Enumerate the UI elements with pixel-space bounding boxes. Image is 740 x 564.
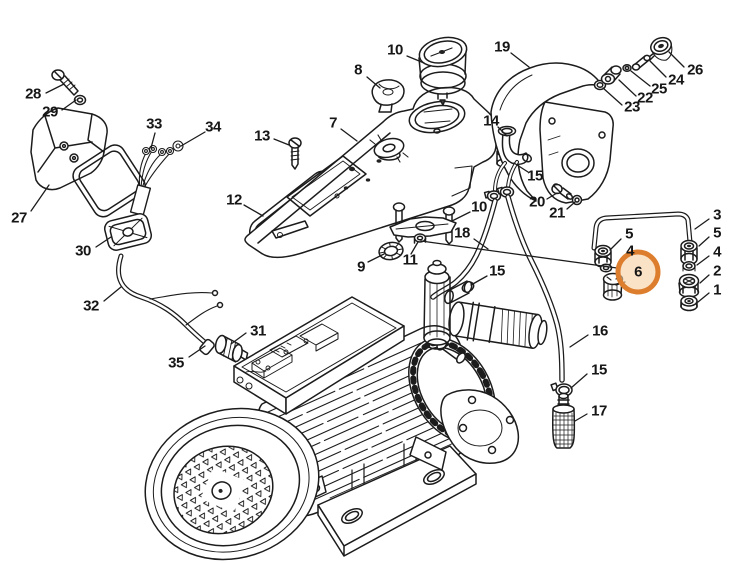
- part-label-26[interactable]: 26: [687, 61, 703, 79]
- part-label-23[interactable]: 23: [624, 98, 640, 116]
- outlet-fitting: [447, 299, 550, 352]
- part-label-7[interactable]: 7: [329, 114, 337, 132]
- wire-harness-33: [131, 141, 183, 215]
- gauge-10: [417, 33, 470, 105]
- part-label-33[interactable]: 33: [146, 115, 162, 133]
- fitting-5b: [681, 241, 697, 265]
- part-label-29[interactable]: 29: [42, 103, 58, 121]
- bracket-rear: [540, 102, 613, 203]
- part-label-5[interactable]: 5: [713, 224, 721, 242]
- nut-1: [681, 296, 697, 311]
- gasket-27: [69, 141, 149, 220]
- part-label-15[interactable]: 15: [591, 361, 607, 379]
- hose-16: [508, 197, 562, 380]
- part-label-12[interactable]: 12: [226, 191, 242, 209]
- part-label-4[interactable]: 4: [626, 242, 634, 260]
- part-label-24[interactable]: 24: [668, 71, 684, 89]
- part-label-34[interactable]: 34: [205, 118, 221, 136]
- terminal-box: [234, 297, 404, 414]
- cap-26: [648, 35, 676, 64]
- part-label-22[interactable]: 22: [637, 89, 653, 107]
- screw-13: [289, 138, 301, 169]
- part-label-15[interactable]: 15: [489, 262, 505, 280]
- highlight-ring: [618, 252, 658, 292]
- part-label-1[interactable]: 1: [713, 281, 721, 299]
- part-label-13[interactable]: 13: [254, 127, 270, 145]
- regulator-boss: [370, 135, 408, 162]
- cover-27: [31, 108, 107, 190]
- fitting-22: [602, 66, 622, 84]
- fitting-5a: [595, 246, 611, 268]
- cable-32: [118, 256, 222, 345]
- part-label-2[interactable]: 2: [713, 262, 721, 280]
- part-label-5[interactable]: 5: [625, 225, 633, 243]
- o-ring-25: [623, 65, 631, 72]
- part-label-8[interactable]: 8: [354, 61, 362, 79]
- washer-4b: [683, 262, 695, 271]
- bracket-10b: [390, 203, 456, 244]
- part-label-11[interactable]: 11: [402, 251, 418, 269]
- hose-18: [433, 201, 495, 297]
- grommet-35: [199, 338, 216, 355]
- part-label-10[interactable]: 10: [387, 41, 403, 59]
- star-washer-9: [378, 241, 405, 262]
- leader-lines: [31, 52, 709, 421]
- part-label-25[interactable]: 25: [651, 80, 667, 98]
- part-label-27[interactable]: 27: [11, 209, 27, 227]
- part-label-18[interactable]: 18: [454, 224, 470, 242]
- part-label-15[interactable]: 15: [527, 167, 543, 185]
- clamp-15a: [485, 187, 514, 201]
- part-label-6[interactable]: 6: [634, 263, 642, 281]
- part-label-20[interactable]: 20: [529, 193, 545, 211]
- part-label-17[interactable]: 17: [591, 402, 607, 420]
- part-label-4[interactable]: 4: [713, 243, 721, 261]
- bolt-28: [52, 70, 78, 95]
- part-label-14[interactable]: 14: [483, 112, 499, 130]
- part-label-30[interactable]: 30: [75, 242, 91, 260]
- part-label-9[interactable]: 9: [357, 258, 365, 276]
- cover-19: [491, 63, 604, 201]
- part-label-35[interactable]: 35: [168, 354, 184, 372]
- solenoid-cylinder: [424, 261, 450, 350]
- filter-17: [553, 394, 575, 449]
- part-label-31[interactable]: 31: [250, 322, 266, 340]
- ring-terminal-34: [173, 141, 183, 151]
- motor-fins: [268, 343, 462, 502]
- motor-assembly: [125, 261, 549, 564]
- part-label-3[interactable]: 3: [713, 206, 721, 224]
- part-label-16[interactable]: 16: [592, 322, 608, 340]
- part-label-32[interactable]: 32: [83, 297, 99, 315]
- knob-8: [372, 80, 404, 112]
- part-label-19[interactable]: 19: [494, 38, 510, 56]
- part-label-28[interactable]: 28: [25, 85, 41, 103]
- valve-24: [633, 53, 655, 70]
- fan-cover: [125, 386, 338, 564]
- part-label-21[interactable]: 21: [549, 204, 565, 222]
- washer-29: [75, 96, 86, 105]
- part-label-10[interactable]: 10: [471, 198, 487, 216]
- clamp-15c: [551, 383, 572, 396]
- pipe-3: [594, 214, 690, 248]
- plate-30: [103, 212, 153, 252]
- pump-housing: [410, 390, 518, 470]
